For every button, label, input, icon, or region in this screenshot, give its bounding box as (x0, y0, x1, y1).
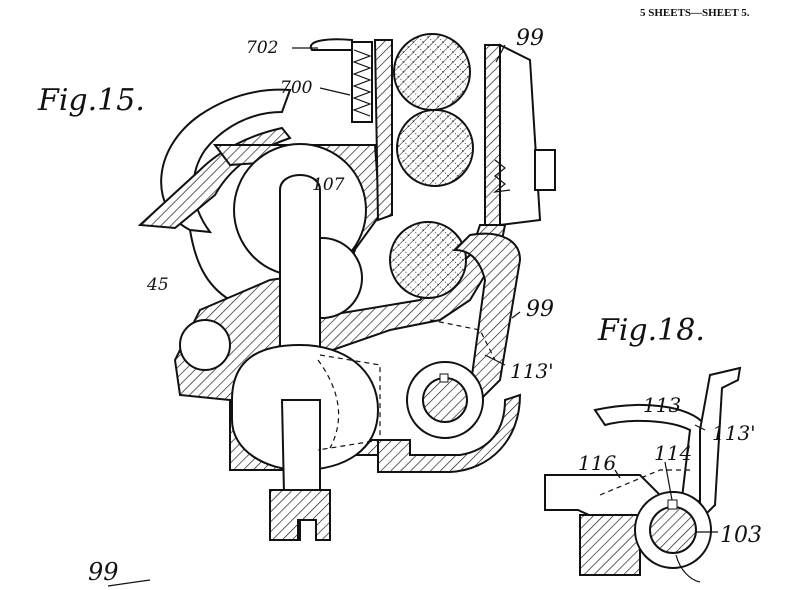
leader-116 (614, 469, 621, 479)
shaft-103 (422, 377, 468, 423)
plate-hatched-base (579, 514, 641, 576)
label-113-prime-b: 113' (712, 421, 756, 445)
side-stud (534, 149, 556, 191)
label-114: 114 (654, 441, 692, 465)
figure-15: Fig.15. (37, 26, 556, 541)
leader-99-bottom (107, 579, 151, 587)
leader-99-top (495, 44, 506, 63)
fig18-dashed (599, 469, 690, 496)
plunger-slot (279, 174, 321, 401)
outer-frame-99 (499, 43, 542, 227)
lever-702 (309, 38, 353, 51)
magazine-wall-right (484, 44, 501, 226)
stem-base (269, 489, 331, 541)
fig18-key (667, 499, 678, 510)
label-99-bottom: 99 (88, 558, 119, 586)
leader-113-prime-b (694, 424, 706, 431)
leader-114 (664, 461, 673, 501)
dashed-sector (317, 354, 381, 451)
ball-2 (396, 109, 474, 187)
lower-housing-right (377, 393, 522, 473)
ball-3 (389, 221, 467, 299)
label-116: 116 (578, 451, 616, 475)
label-107: 107 (312, 175, 345, 195)
dashed-link (429, 319, 496, 361)
leader-700 (319, 87, 351, 96)
fig18-shaft-103 (649, 506, 697, 554)
dashed-arc (317, 359, 340, 449)
figure-15-title: Fig.15. (37, 83, 145, 118)
spring-700 (352, 49, 372, 117)
figure-18-title: Fig.18. (597, 313, 705, 348)
leader-113p-a (484, 354, 506, 366)
side-spring (492, 159, 511, 193)
magazine-wall-left (373, 39, 393, 222)
left-port-circle (179, 319, 231, 371)
leader-99-mid (511, 311, 521, 319)
label-103: 103 (720, 523, 762, 548)
label-45: 45 (146, 275, 169, 295)
fig18-shaft-lower (675, 554, 701, 583)
arm-113-prime-b (699, 366, 742, 523)
figure-18: Fig.18. 113 113' 116 114 103 (544, 313, 762, 583)
label-113: 113 (643, 393, 681, 417)
shell-lower-edge (189, 229, 231, 301)
label-99-mid: 99 (526, 297, 554, 322)
shaft-key (439, 373, 449, 383)
label-99-top: 99 (516, 26, 544, 51)
sheet-header: 5 SHEETS—SHEET 5. (640, 7, 750, 19)
label-702: 702 (246, 38, 278, 58)
label-113-prime-a: 113' (510, 359, 554, 383)
spring-housing (351, 41, 373, 123)
ball-1 (393, 33, 471, 111)
label-700: 700 (280, 78, 313, 98)
